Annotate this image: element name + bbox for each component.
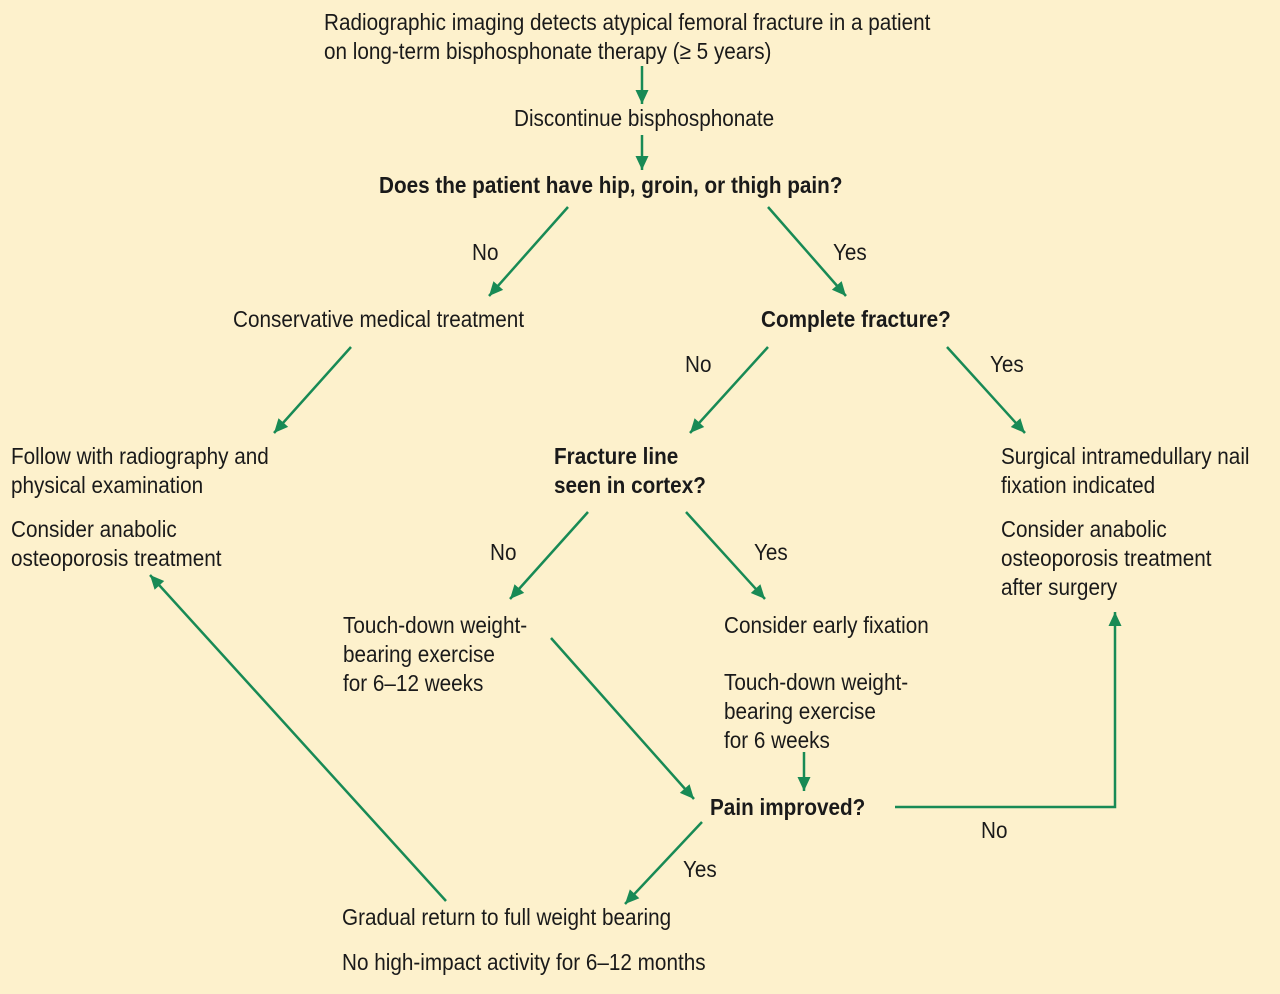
edge-label-line-yes: Yes [754,539,788,565]
arrow-conservative-to-follow [273,346,352,434]
arrow-line-no-head [510,584,525,599]
node-line: Discontinue bisphosphonate [514,105,775,131]
arrow-complete-no [689,346,769,434]
node-line: Complete fracture? [761,306,951,332]
edge-label-line-no: No [490,539,517,565]
arrow-complete-no-line [689,346,769,434]
edge-label-pain-no: No [472,239,499,265]
node-gradual-return: Gradual return to full weight bearing [342,903,671,932]
arrow-discontinue-to-pain-head [635,156,649,170]
arrow-improved-no-head [1108,612,1122,626]
node-line: for 6–12 weeks [343,670,484,696]
edge-label-improved-no: No [981,817,1008,843]
node-discontinue: Discontinue bisphosphonate [514,104,774,133]
node-line: seen in cortex? [554,472,706,498]
node-line: Radiographic imaging detects atypical fe… [324,9,931,35]
arrow-pain-no [488,206,569,297]
arrow-line-no [509,511,589,600]
arrow-complete-yes-line [946,346,1026,434]
node-start: Radiographic imaging detects atypical fe… [324,8,930,66]
arrow-gradual-to-anabolic-line [149,574,447,902]
arrow-improved-yes-line [624,821,703,905]
arrow-complete-yes [946,346,1026,434]
node-follow: Follow with radiography and physical exam… [11,442,269,500]
node-touchdown-12: Touch-down weight-bearing exercise for 6–… [343,611,527,698]
edge-label-pain-yes: Yes [833,239,867,265]
node-line: osteoporosis treatment [11,545,222,571]
arrow-pain-no-head [489,281,504,296]
arrow-complete-no-head [690,418,705,433]
arrow-improved-yes [624,821,703,905]
arrow-gradual-to-anabolic [149,574,447,902]
arrow-touchdown12-to-improved [550,637,695,800]
arrow-improved-yes-head [625,889,640,904]
arrow-line-yes [685,511,766,600]
node-conservative: Conservative medical treatment [233,305,524,334]
node-line: bearing exercise [343,641,495,667]
arrow-improved-no [895,612,1122,809]
arrow-line-yes-line [685,511,766,600]
arrow-pain-no-line [488,206,569,297]
node-line: osteoporosis treatment [1001,545,1212,571]
arrow-start-to-discontinue-head [635,90,649,104]
node-line: Pain improved? [710,794,866,820]
node-line: Consider anabolic [11,516,177,542]
node-surgical: Surgical intramedullary nail fixation ind… [1001,442,1250,500]
node-early-fixation: Consider early fixation [724,611,929,640]
node-fracture-line-question: Fracture line seen in cortex? [554,442,706,500]
node-anabolic-left: Consider anabolic osteoporosis treatment [11,515,222,573]
node-pain-question: Does the patient have hip, groin, or thi… [379,171,842,200]
node-pain-improved-question: Pain improved? [710,793,865,822]
arrow-touchdown12-to-improved-line [550,637,695,800]
edge-label-complete-yes: Yes [990,351,1024,377]
node-line: bearing exercise [724,698,876,724]
arrow-start-to-discontinue [635,66,649,104]
node-anabolic-right: Consider anabolic osteoporosis treatment a… [1001,515,1212,602]
node-complete-question: Complete fracture? [761,305,951,334]
arrow-touchdown6-to-improved-head [797,777,811,791]
arrow-line-no-line [509,511,589,600]
node-line: physical examination [11,472,204,498]
node-line: Gradual return to full weight bearing [342,904,672,930]
node-line: Consider early fixation [724,612,929,638]
arrow-touchdown12-to-improved-head [679,784,694,799]
node-line: for 6 weeks [724,727,830,753]
arrow-touchdown6-to-improved [797,752,811,791]
arrow-pain-yes-head [831,281,846,296]
arrow-complete-yes-head [1010,418,1025,433]
node-no-high-impact: No high-impact activity for 6–12 months [342,948,706,977]
node-touchdown-6: Touch-down weight- bearing exercise for … [724,668,908,755]
node-line: Follow with radiography and [11,443,269,469]
node-line: Surgical intramedullary nail [1001,443,1250,469]
arrow-line-yes-head [750,584,765,599]
arrow-conservative-to-follow-line [273,346,352,434]
arrow-conservative-to-follow-head [274,418,289,433]
arrow-discontinue-to-pain [635,135,649,170]
arrow-gradual-to-anabolic-head [150,575,165,590]
arrow-improved-no-line [895,612,1117,809]
arrow-pain-yes [767,206,847,297]
node-line: Conservative medical treatment [233,306,525,332]
node-line: Does the patient have hip, groin, or thi… [379,172,843,198]
node-line: on long-term bisphosphonate therapy (≥ 5… [324,38,772,64]
node-line: Fracture line [554,443,679,469]
arrow-pain-yes-line [767,206,847,297]
node-line: fixation indicated [1001,472,1156,498]
edge-label-improved-yes: Yes [683,856,717,882]
node-line: Consider anabolic [1001,516,1167,542]
node-line: Touch-down weight- [724,669,909,695]
edge-label-complete-no: No [685,351,712,377]
node-line: Touch-down weight- [343,612,528,638]
node-line: No high-impact activity for 6–12 months [342,949,706,975]
node-line: after surgery [1001,574,1118,600]
